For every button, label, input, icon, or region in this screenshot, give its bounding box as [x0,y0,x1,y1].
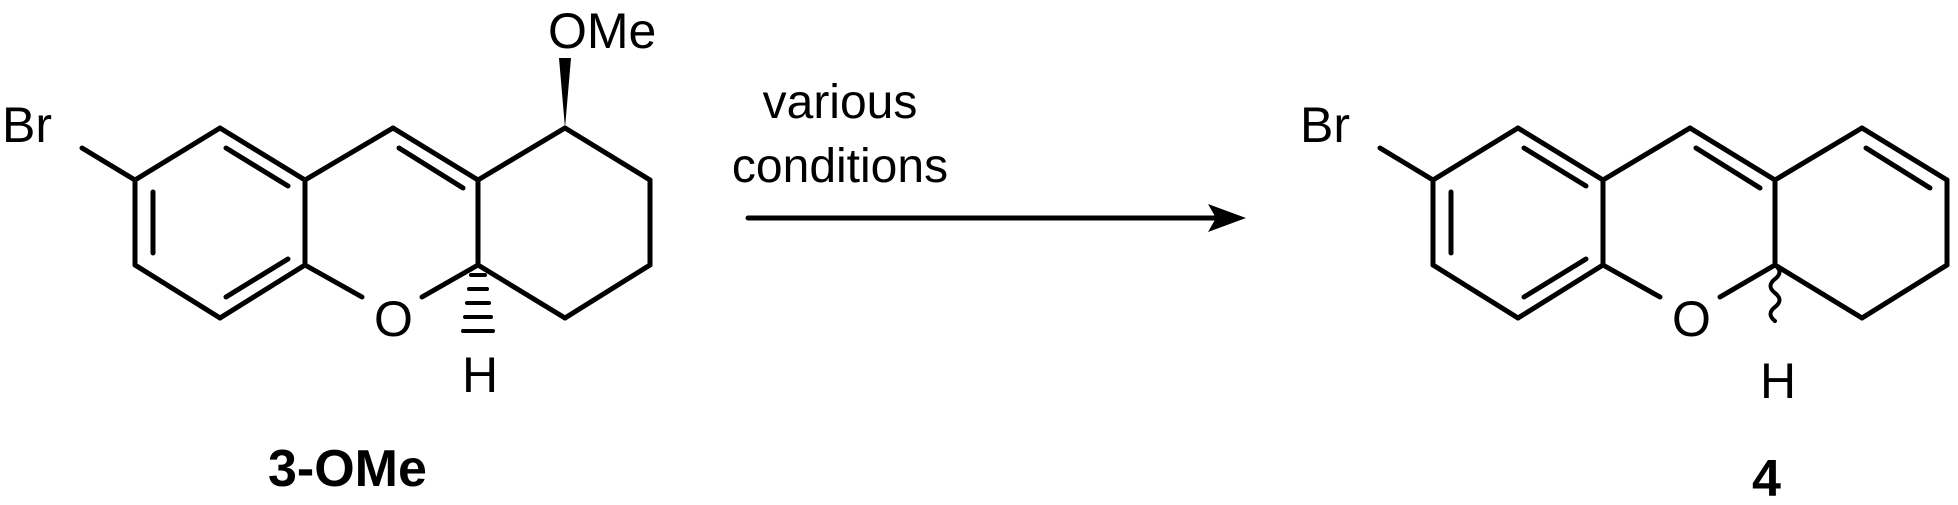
product-br-label: Br [1300,97,1350,153]
condition-line-2: conditions [732,140,948,193]
condition-line-1: various [763,76,918,129]
reactant-ome-label: OMe [548,3,656,59]
product-hydrogen-label: H [1760,353,1796,409]
reactant-hydrogen-label: H [462,347,498,403]
product-structure [1377,125,1950,323]
product-oxygen-label: O [1672,291,1711,347]
reactant-br-label: Br [2,97,52,153]
reactant-oxygen-label: O [374,291,413,347]
reactant-structure [79,58,653,333]
reactant-compound-label: 3-OMe [268,440,427,498]
reaction-arrow [745,204,1246,232]
product-compound-label: 4 [1752,450,1781,505]
